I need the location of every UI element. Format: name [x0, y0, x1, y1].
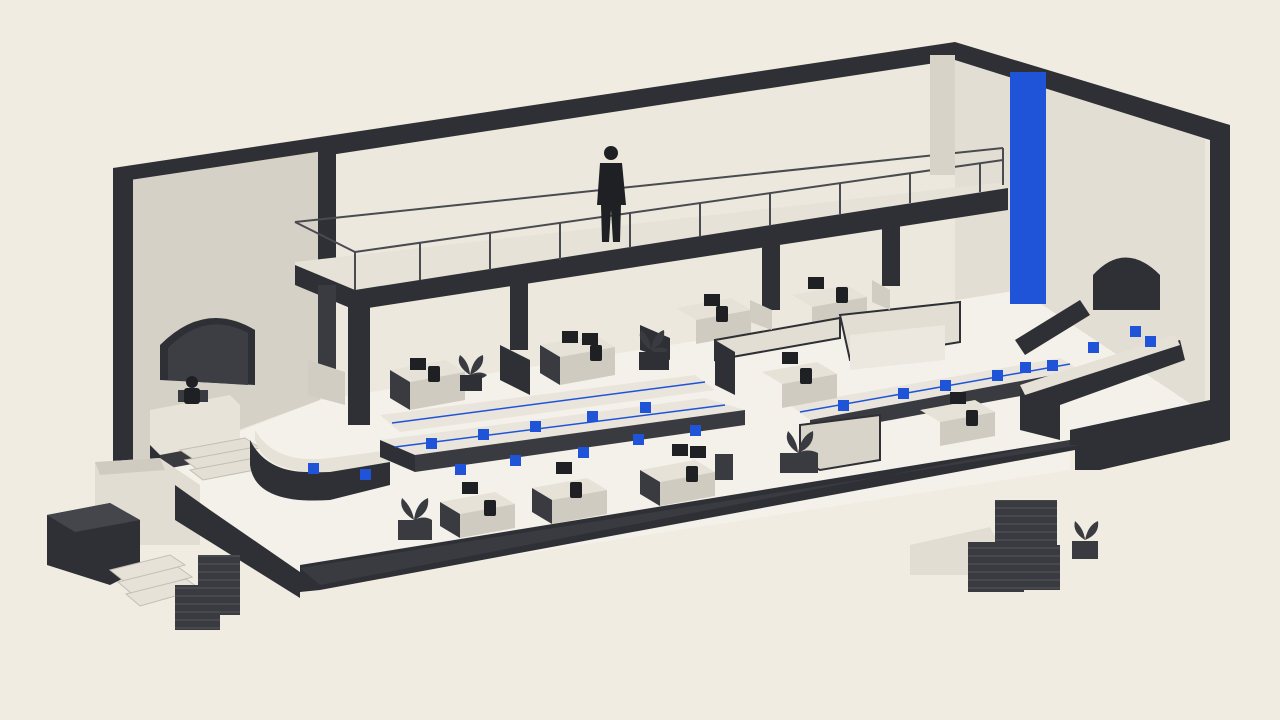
blue-node: [1020, 362, 1031, 373]
blue-node: [633, 434, 644, 445]
mezzanine-floor: [295, 182, 1005, 290]
workstation: [532, 462, 607, 524]
blue-node: [530, 421, 541, 432]
cubicle-partitions: [308, 280, 961, 472]
plant: [639, 330, 669, 370]
workstation: [390, 358, 465, 410]
right-outer-wall: [1210, 125, 1230, 445]
mezzanine-column: [882, 226, 900, 286]
left-alcove: [160, 318, 255, 385]
interior-column: [318, 145, 336, 270]
blue-node: [455, 464, 466, 475]
right-exterior: [910, 500, 1060, 592]
mezzanine-column: [510, 280, 528, 350]
workstations: [390, 277, 995, 538]
front-wall-cap: [300, 440, 1080, 585]
mezzanine: [294, 55, 1008, 425]
blue-node: [1047, 360, 1058, 371]
generator-unit: [47, 503, 140, 585]
crate-stack: [968, 500, 1060, 592]
mezzanine-railing: [294, 147, 1004, 290]
blue-node: [940, 380, 951, 391]
plant: [1072, 521, 1099, 559]
crate-stack: [175, 555, 240, 630]
long-table-2: [380, 375, 715, 432]
blue-node: [308, 463, 319, 474]
mezzanine-column: [318, 285, 336, 370]
plant: [780, 431, 818, 473]
left-wall-edge: [113, 170, 133, 470]
right-bench: [1015, 300, 1185, 440]
workstation: [920, 392, 995, 446]
long-table-1: [380, 398, 745, 472]
mezzanine-column: [348, 300, 370, 425]
left-exterior: [47, 458, 300, 630]
standing-person: [597, 146, 626, 242]
blue-node: [510, 455, 521, 466]
workstation: [440, 482, 515, 538]
blue-node: [838, 400, 849, 411]
blue-node: [578, 447, 589, 458]
mezzanine-column: [762, 245, 780, 310]
workstation: [540, 331, 615, 385]
left-inner-wall: [130, 148, 320, 470]
blue-node: [426, 438, 437, 449]
mezzanine-beam: [295, 188, 1008, 310]
curved-counter: [250, 430, 390, 501]
workstation: [640, 444, 733, 506]
plant: [458, 355, 487, 391]
blue-node: [478, 429, 489, 440]
blue-node: [360, 469, 371, 480]
blue-node: [992, 370, 1003, 381]
blue-node: [587, 411, 598, 422]
blue-vertical-panel: [1010, 72, 1046, 304]
blue-node: [690, 425, 701, 436]
seated-person: [184, 376, 200, 404]
workstation: [762, 352, 837, 408]
steps: [178, 437, 267, 481]
blue-node: [1088, 342, 1099, 353]
blue-node: [1130, 326, 1141, 337]
back-partition: [930, 55, 955, 175]
blue-node: [898, 388, 909, 399]
blue-nodes: [308, 326, 1156, 480]
blue-node: [640, 402, 651, 413]
right-lower-wall: [1070, 400, 1230, 470]
right-alcove: [1093, 257, 1160, 310]
front-wall: [300, 440, 1100, 592]
plant: [398, 498, 432, 540]
blue-node: [1145, 336, 1156, 347]
